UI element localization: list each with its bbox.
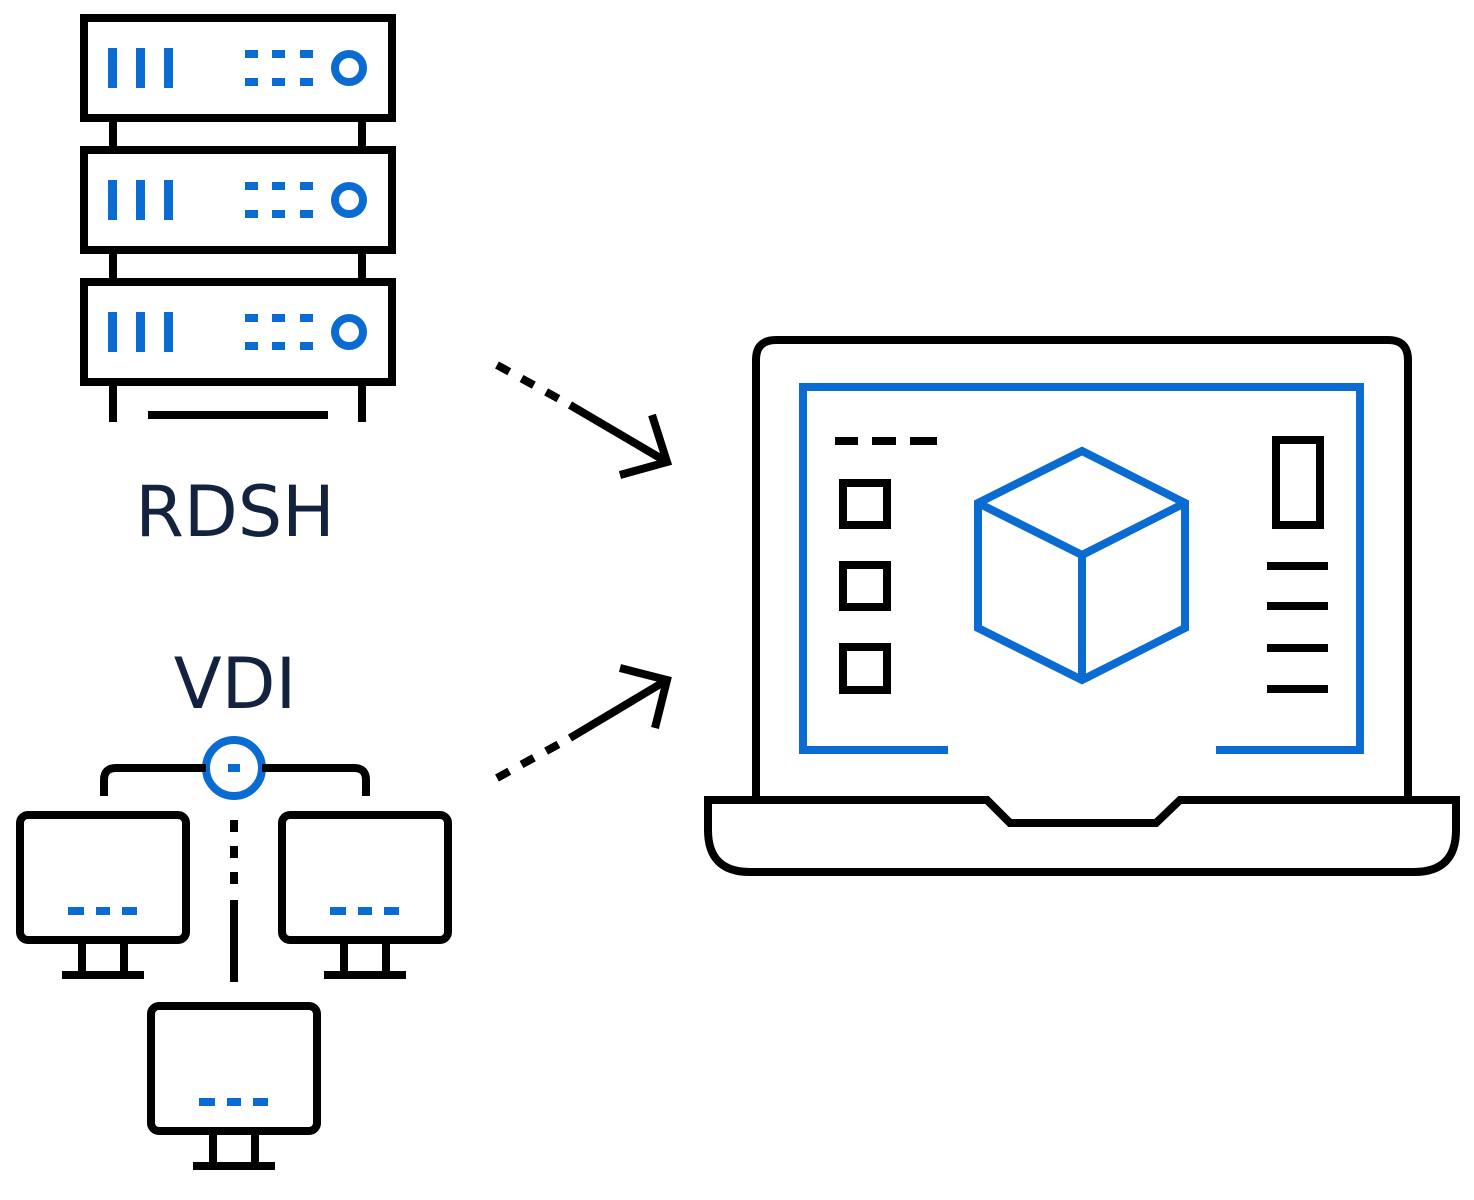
arrow-icon — [495, 664, 672, 782]
arrow-icon — [495, 361, 673, 479]
server-unit — [80, 14, 396, 122]
network-monitors-icon — [16, 736, 452, 1170]
monitor-icon — [278, 811, 452, 979]
monitor-icon — [16, 811, 190, 979]
rdsh-label: RDSH — [135, 471, 335, 553]
server-unit — [80, 146, 396, 254]
server-rack-icon — [80, 14, 396, 422]
laptop-app-icon — [704, 336, 1460, 876]
monitor-icon — [147, 1002, 321, 1170]
vdi-label: VDI — [174, 643, 296, 725]
server-unit — [80, 278, 396, 386]
